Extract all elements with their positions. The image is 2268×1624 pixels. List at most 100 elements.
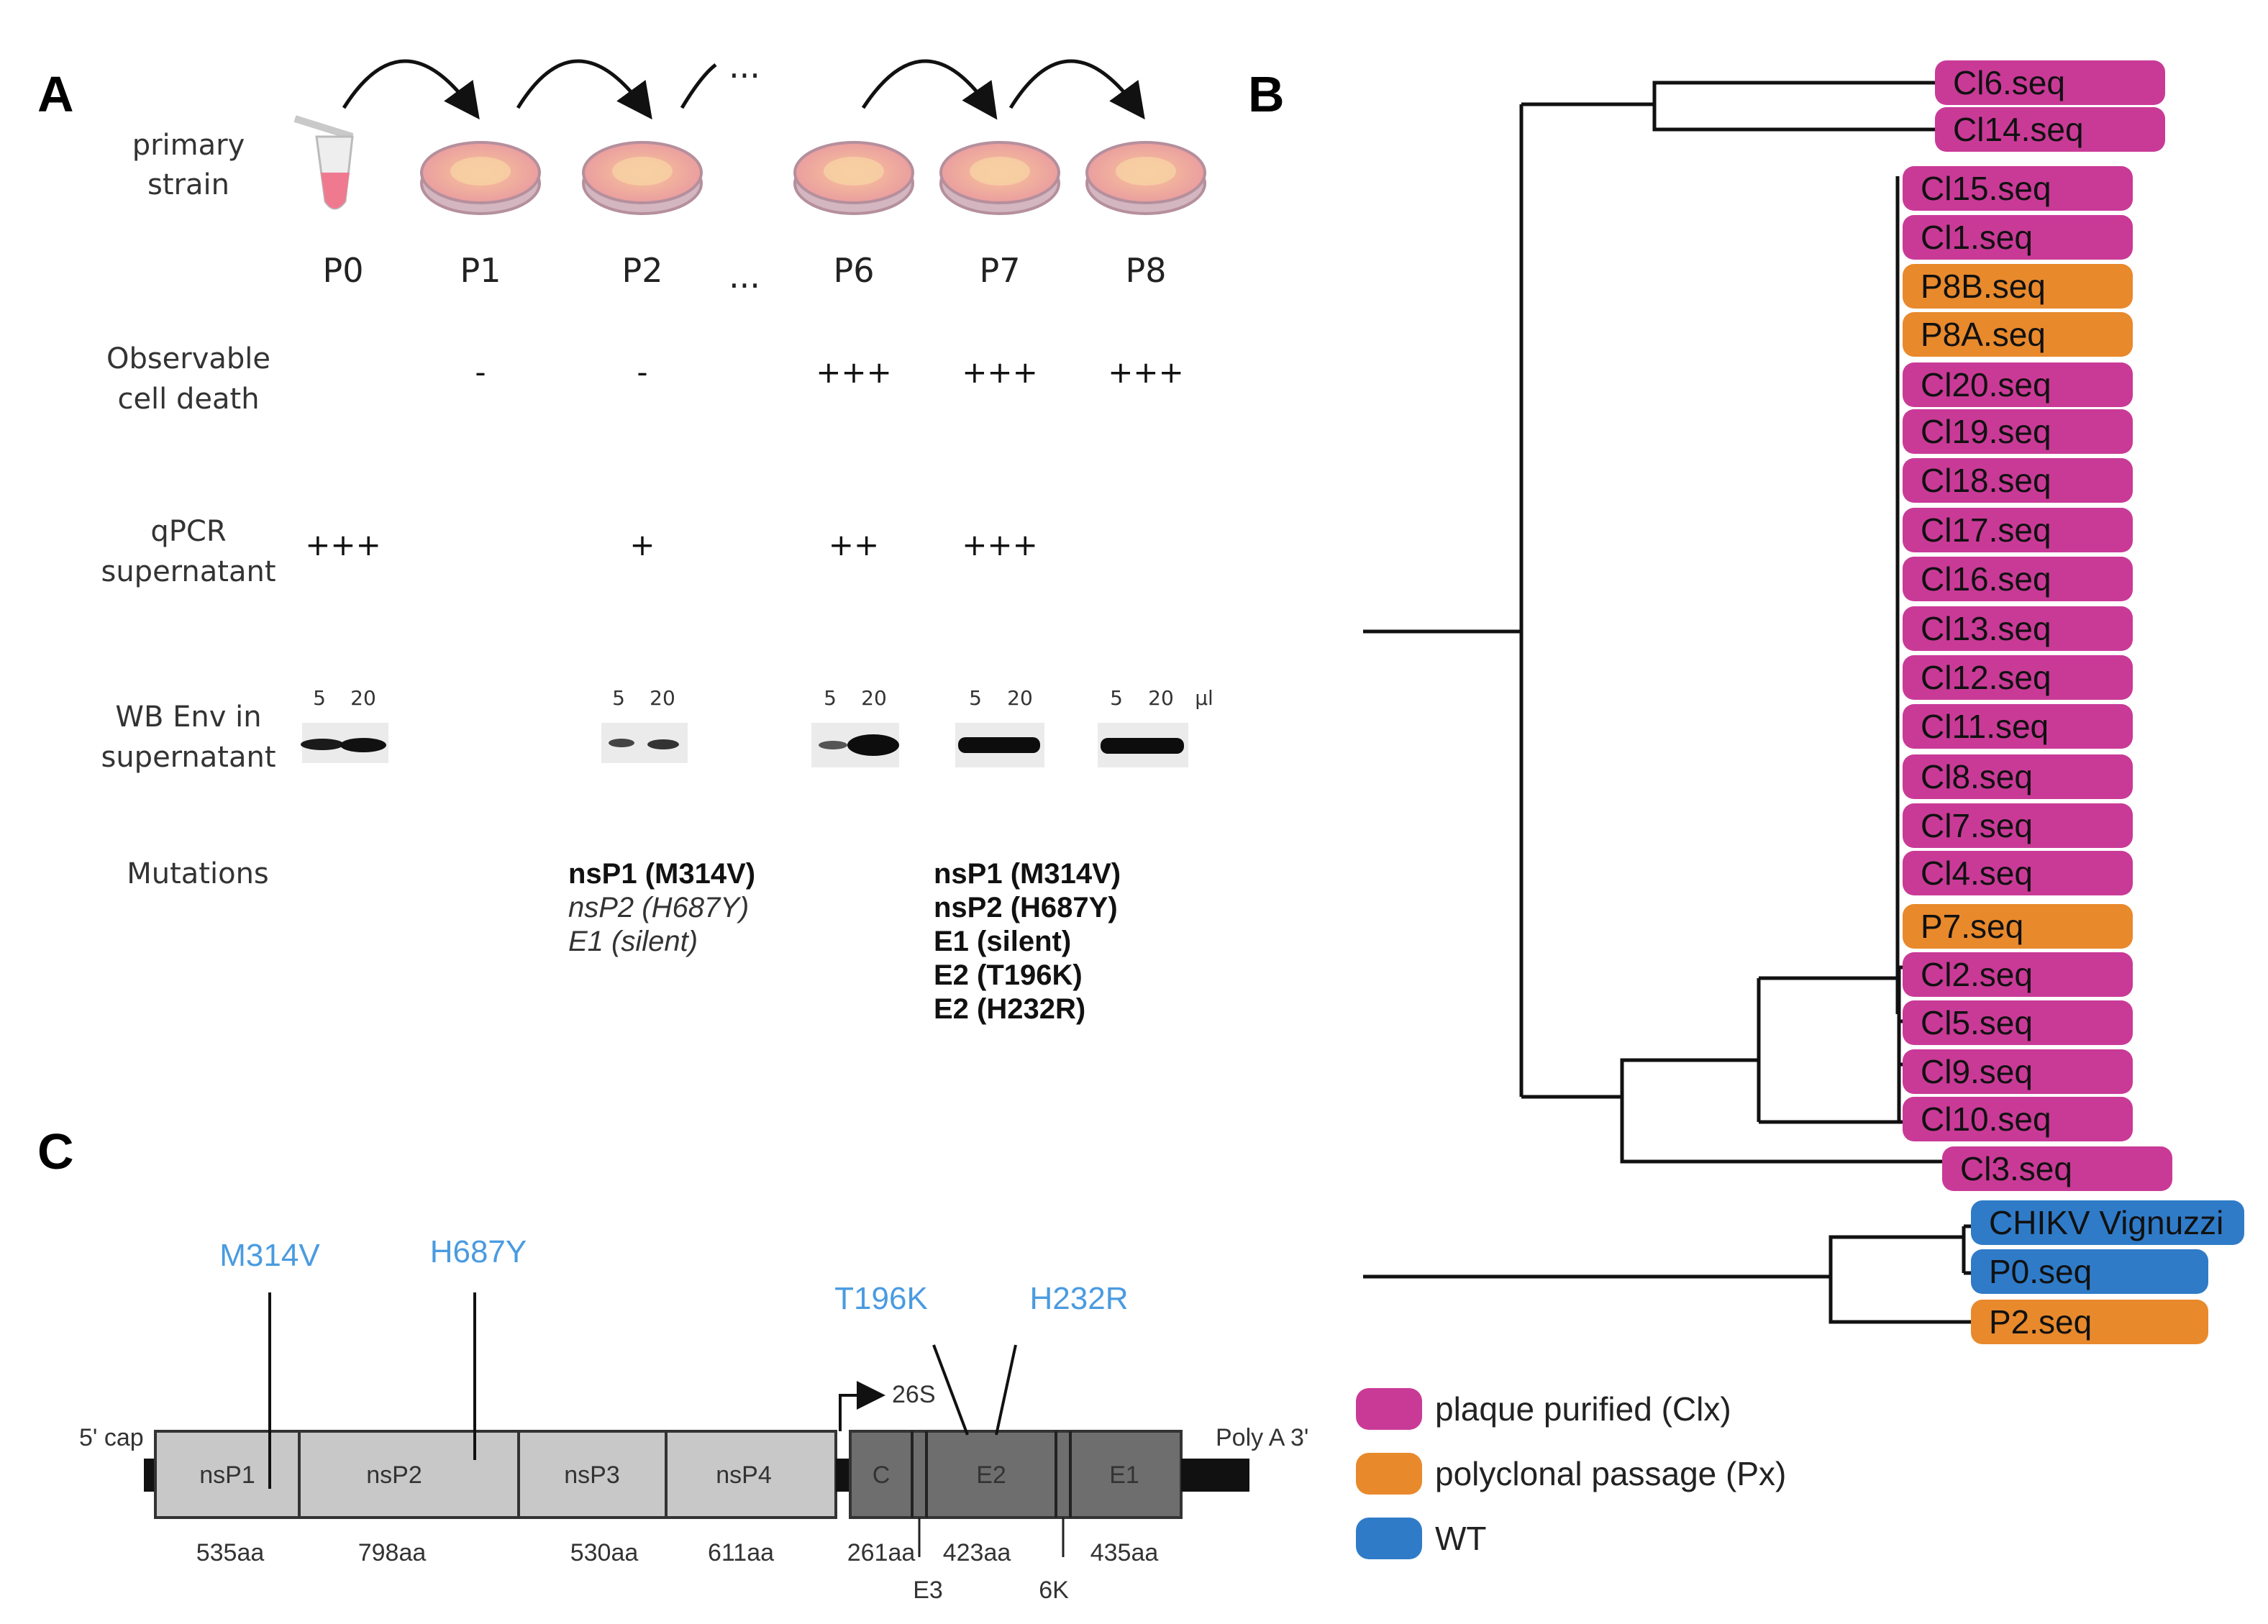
- gene-c-label: C: [873, 1461, 891, 1489]
- wb-lane-20-p6: 20: [861, 686, 887, 710]
- tree-tip-label: Cl15.seq: [1921, 170, 2051, 207]
- wb-lane-20-p7: 20: [1007, 686, 1033, 710]
- passage-label-p0: P0: [322, 251, 363, 290]
- tree-tip: Cl9.seq: [1903, 1049, 2133, 1094]
- tree-tip: P2.seq: [1971, 1300, 2208, 1344]
- five-prime-cap-label: 5' cap: [79, 1424, 144, 1451]
- tree-tip-label: P8B.seq: [1921, 268, 2046, 305]
- wb-lane-20-p2: 20: [650, 686, 675, 710]
- legend-swatch-px: [1356, 1453, 1422, 1495]
- tree-tip-label: Cl16.seq: [1921, 560, 2051, 598]
- mutation-h232r: H232R: [1030, 1281, 1129, 1316]
- p2-mutation-2: nsP2 (H687Y): [568, 892, 749, 923]
- tree-tip: Cl16.seq: [1903, 557, 2133, 601]
- p7-mutation-3: E1 (silent): [934, 926, 1071, 957]
- tree-tip: CHIKV Vignuzzi: [1971, 1200, 2244, 1245]
- tree-tip: Cl8.seq: [1903, 754, 2133, 799]
- cell-death-p1: -: [475, 355, 486, 390]
- passage-label-p8: P8: [1125, 251, 1166, 290]
- wb-blot-p8: 5 20 µl: [1098, 686, 1213, 767]
- gene-e2-label: E2: [976, 1461, 1006, 1489]
- wb-blot-p0: 5 20: [301, 686, 388, 763]
- tree-tip: Cl3.seq: [1942, 1146, 2172, 1191]
- panel-b: B Cl6.seqCl14.seqCl15.seqCl1.seqP8B.seqP…: [1248, 60, 2244, 1559]
- tree-tip-box: [1971, 1249, 2208, 1294]
- qpcr-label-line1: qPCR: [150, 515, 226, 548]
- wb-unit: µl: [1195, 686, 1213, 710]
- mutation-pointers: [268, 1292, 1017, 1489]
- tree-tip-label: Cl2.seq: [1921, 956, 2033, 993]
- legend-swatch-clx: [1356, 1388, 1422, 1430]
- panel-a: A primary strain: [37, 47, 1213, 1025]
- tree-tip-label: Cl10.seq: [1921, 1100, 2051, 1138]
- poly-a-tail: [1181, 1459, 1249, 1492]
- tree-tip: Cl1.seq: [1903, 215, 2133, 260]
- p7-mutation-2: nsP2 (H687Y): [934, 892, 1118, 923]
- qpcr-p0: +++: [305, 527, 381, 562]
- wb-lane-20-p0: 20: [350, 686, 376, 710]
- dish-icon-p6: [793, 141, 914, 215]
- tree-tip: Cl14.seq: [1935, 107, 2165, 152]
- wb-blot-p7: 5 20: [955, 686, 1044, 767]
- tree-tip-label: Cl18.seq: [1921, 462, 2051, 499]
- intergenic-junction: [836, 1459, 850, 1492]
- tree-tip-box: [1903, 508, 2133, 552]
- nsp2-aa: 798aa: [358, 1539, 427, 1566]
- tree-tip-box: [1903, 655, 2133, 700]
- tree-tip-box: [1935, 107, 2165, 152]
- e2-aa: 423aa: [943, 1539, 1011, 1566]
- primary-strain-label-line1: primary: [132, 129, 245, 162]
- tree-tip: Cl11.seq: [1903, 704, 2133, 749]
- qpcr-p7: +++: [962, 527, 1038, 562]
- tree-tip: Cl7.seq: [1903, 803, 2133, 848]
- tree-tip-box: [1903, 1049, 2133, 1094]
- cell-death-p8: +++: [1108, 355, 1184, 390]
- promoter-26s-label: 26S: [892, 1381, 936, 1408]
- tree-tip-box: [1903, 362, 2133, 407]
- tree-tip-box: [1903, 557, 2133, 601]
- primary-strain-label-line2: strain: [147, 168, 229, 201]
- tree-tip-box: [1903, 1000, 2133, 1045]
- tree-tip-box: [1903, 606, 2133, 651]
- cell-death-label-line1: Observable: [106, 342, 270, 375]
- tree-tip-label: Cl17.seq: [1921, 511, 2051, 549]
- legend-label-clx: plaque purified (Clx): [1435, 1390, 1731, 1428]
- tree-tip-label: Cl14.seq: [1953, 111, 2084, 148]
- tree-tip-label: Cl19.seq: [1921, 413, 2051, 450]
- tree-tip-box: [1903, 166, 2133, 211]
- structural-block: [849, 1430, 1183, 1519]
- tree-tip-box: [1903, 754, 2133, 799]
- tree-tip-label: CHIKV Vignuzzi: [1989, 1204, 2223, 1241]
- tree-tip: Cl10.seq: [1903, 1097, 2133, 1141]
- gene-e1-label: E1: [1109, 1461, 1139, 1489]
- tree-tip-label: Cl5.seq: [1921, 1004, 2033, 1041]
- nsp3-aa: 530aa: [570, 1539, 639, 1566]
- tree-tip: Cl17.seq: [1903, 508, 2133, 552]
- wb-lane-20-p8: 20: [1148, 686, 1174, 710]
- gene-nsp4: [665, 1430, 837, 1519]
- tree-tip-box: [1903, 904, 2133, 949]
- qpcr-p6: ++: [829, 527, 879, 562]
- tree-tip-box: [1903, 215, 2133, 260]
- gene-nsp1: [154, 1430, 301, 1519]
- gene-nsp2: [298, 1430, 520, 1519]
- mutation-t196k: T196K: [834, 1281, 928, 1316]
- passage-arrow-p2-partial: [680, 63, 717, 109]
- cell-death-p7: +++: [962, 355, 1038, 390]
- tree-tip-label: Cl8.seq: [1921, 758, 2033, 795]
- gene-nsp1-label: nsP1: [199, 1461, 255, 1489]
- tree-tip-box: [1903, 803, 2133, 848]
- wb-label-line1: WB Env in: [115, 701, 261, 734]
- tree-tip-box: [1903, 1097, 2133, 1141]
- tree-tip-box: [1903, 409, 2133, 454]
- wb-lane-5-p2: 5: [612, 686, 625, 710]
- legend-label-px: polyclonal passage (Px): [1435, 1455, 1786, 1492]
- wb-blot-p6: 5 20: [811, 686, 899, 767]
- tree-tip: P7.seq: [1903, 904, 2133, 949]
- tree-tip-label: Cl4.seq: [1921, 854, 2033, 892]
- tree-tip-label: P2.seq: [1989, 1303, 2092, 1341]
- tree-tip: Cl5.seq: [1903, 1000, 2133, 1045]
- tree-tip: P8A.seq: [1903, 312, 2133, 357]
- tree-tip: Cl13.seq: [1903, 606, 2133, 651]
- passage-label-p2: P2: [621, 251, 662, 290]
